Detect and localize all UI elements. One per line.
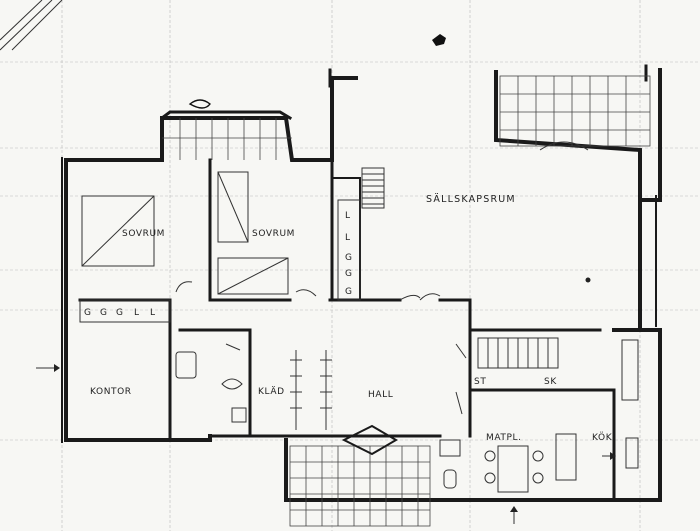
staircase (361, 167, 559, 369)
room-label-hall: HALL (368, 390, 393, 400)
wardrobe-column: L L G G G (337, 199, 361, 301)
entry-arrows (36, 364, 616, 524)
exterior-walls (61, 64, 662, 502)
dining-table (484, 445, 544, 493)
room-label-st: ST (474, 377, 486, 387)
wardrobe-mark: G (345, 287, 353, 297)
wardrobe-mark: L (345, 233, 351, 243)
wardrobe-mark: G (345, 269, 353, 279)
closet-row: G G G L L (79, 299, 171, 323)
entry-bay (341, 424, 398, 456)
room-label-sallskapsrum: SÄLLSKAPSRUM (426, 194, 516, 205)
terrace-tiles (499, 75, 651, 151)
closet-mark: G (100, 308, 108, 318)
closet-mark: L (150, 308, 156, 318)
interior-walls (78, 158, 616, 502)
bay-window (159, 99, 293, 160)
room-label-sk: SK (544, 377, 557, 387)
south-terrace-tiles (289, 445, 431, 527)
room-label-sovrum-1: SOVRUM (122, 229, 165, 239)
room-label-sovrum-2: SOVRUM (252, 229, 295, 239)
klad-hangers (290, 350, 332, 430)
room-label-kontor: KONTOR (90, 387, 132, 397)
room-label-matpl: MATPL. (486, 433, 522, 443)
room-label-klad: KLÄD (258, 386, 285, 397)
closet-mark: G (116, 308, 124, 318)
bathroom-fixtures (175, 351, 461, 489)
bird-sketch (188, 99, 211, 109)
ink-smudge (432, 34, 446, 46)
wardrobe-mark: G (345, 253, 353, 263)
room-label-kok: KÖK (592, 432, 613, 443)
closet-mark: G (84, 308, 92, 318)
door-swings (175, 281, 467, 415)
wardrobe-mark: L (345, 211, 351, 221)
corner-marks (0, 0, 63, 51)
bed-outlines (81, 171, 289, 295)
kitchen-counters (555, 277, 639, 481)
closet-mark: L (134, 308, 140, 318)
